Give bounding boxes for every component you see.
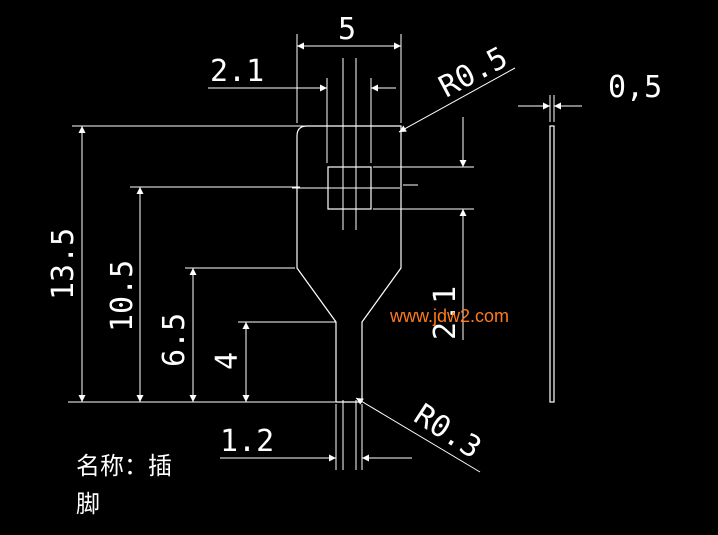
extension-lines bbox=[68, 34, 555, 470]
dim-10-5: 10.5 bbox=[105, 260, 140, 332]
dim-0-5: 0,5 bbox=[608, 70, 662, 105]
leader-r0-5 bbox=[398, 67, 516, 133]
title-line-2: 脚 bbox=[76, 490, 100, 518]
dim-13-5: 13.5 bbox=[46, 228, 81, 300]
watermark-text: www.jdw2.com bbox=[389, 306, 509, 326]
dim-2-1-top: 2.1 bbox=[210, 54, 264, 89]
dim-2-1-right: 2.1 bbox=[428, 286, 463, 340]
dimension-lines bbox=[78, 42, 582, 473]
title-line-1: 名称：插 bbox=[76, 452, 172, 480]
side-view-plate bbox=[549, 125, 555, 403]
center-lines bbox=[292, 58, 418, 470]
dim-6-5: 6.5 bbox=[157, 313, 192, 367]
dim-5: 5 bbox=[338, 12, 356, 47]
leader-r0-3 bbox=[355, 397, 481, 473]
dim-r0-3: R0.3 bbox=[408, 397, 488, 466]
dim-4: 4 bbox=[210, 352, 245, 370]
dim-r0-5: R0.5 bbox=[433, 40, 513, 105]
dim-1-2: 1.2 bbox=[220, 424, 274, 459]
